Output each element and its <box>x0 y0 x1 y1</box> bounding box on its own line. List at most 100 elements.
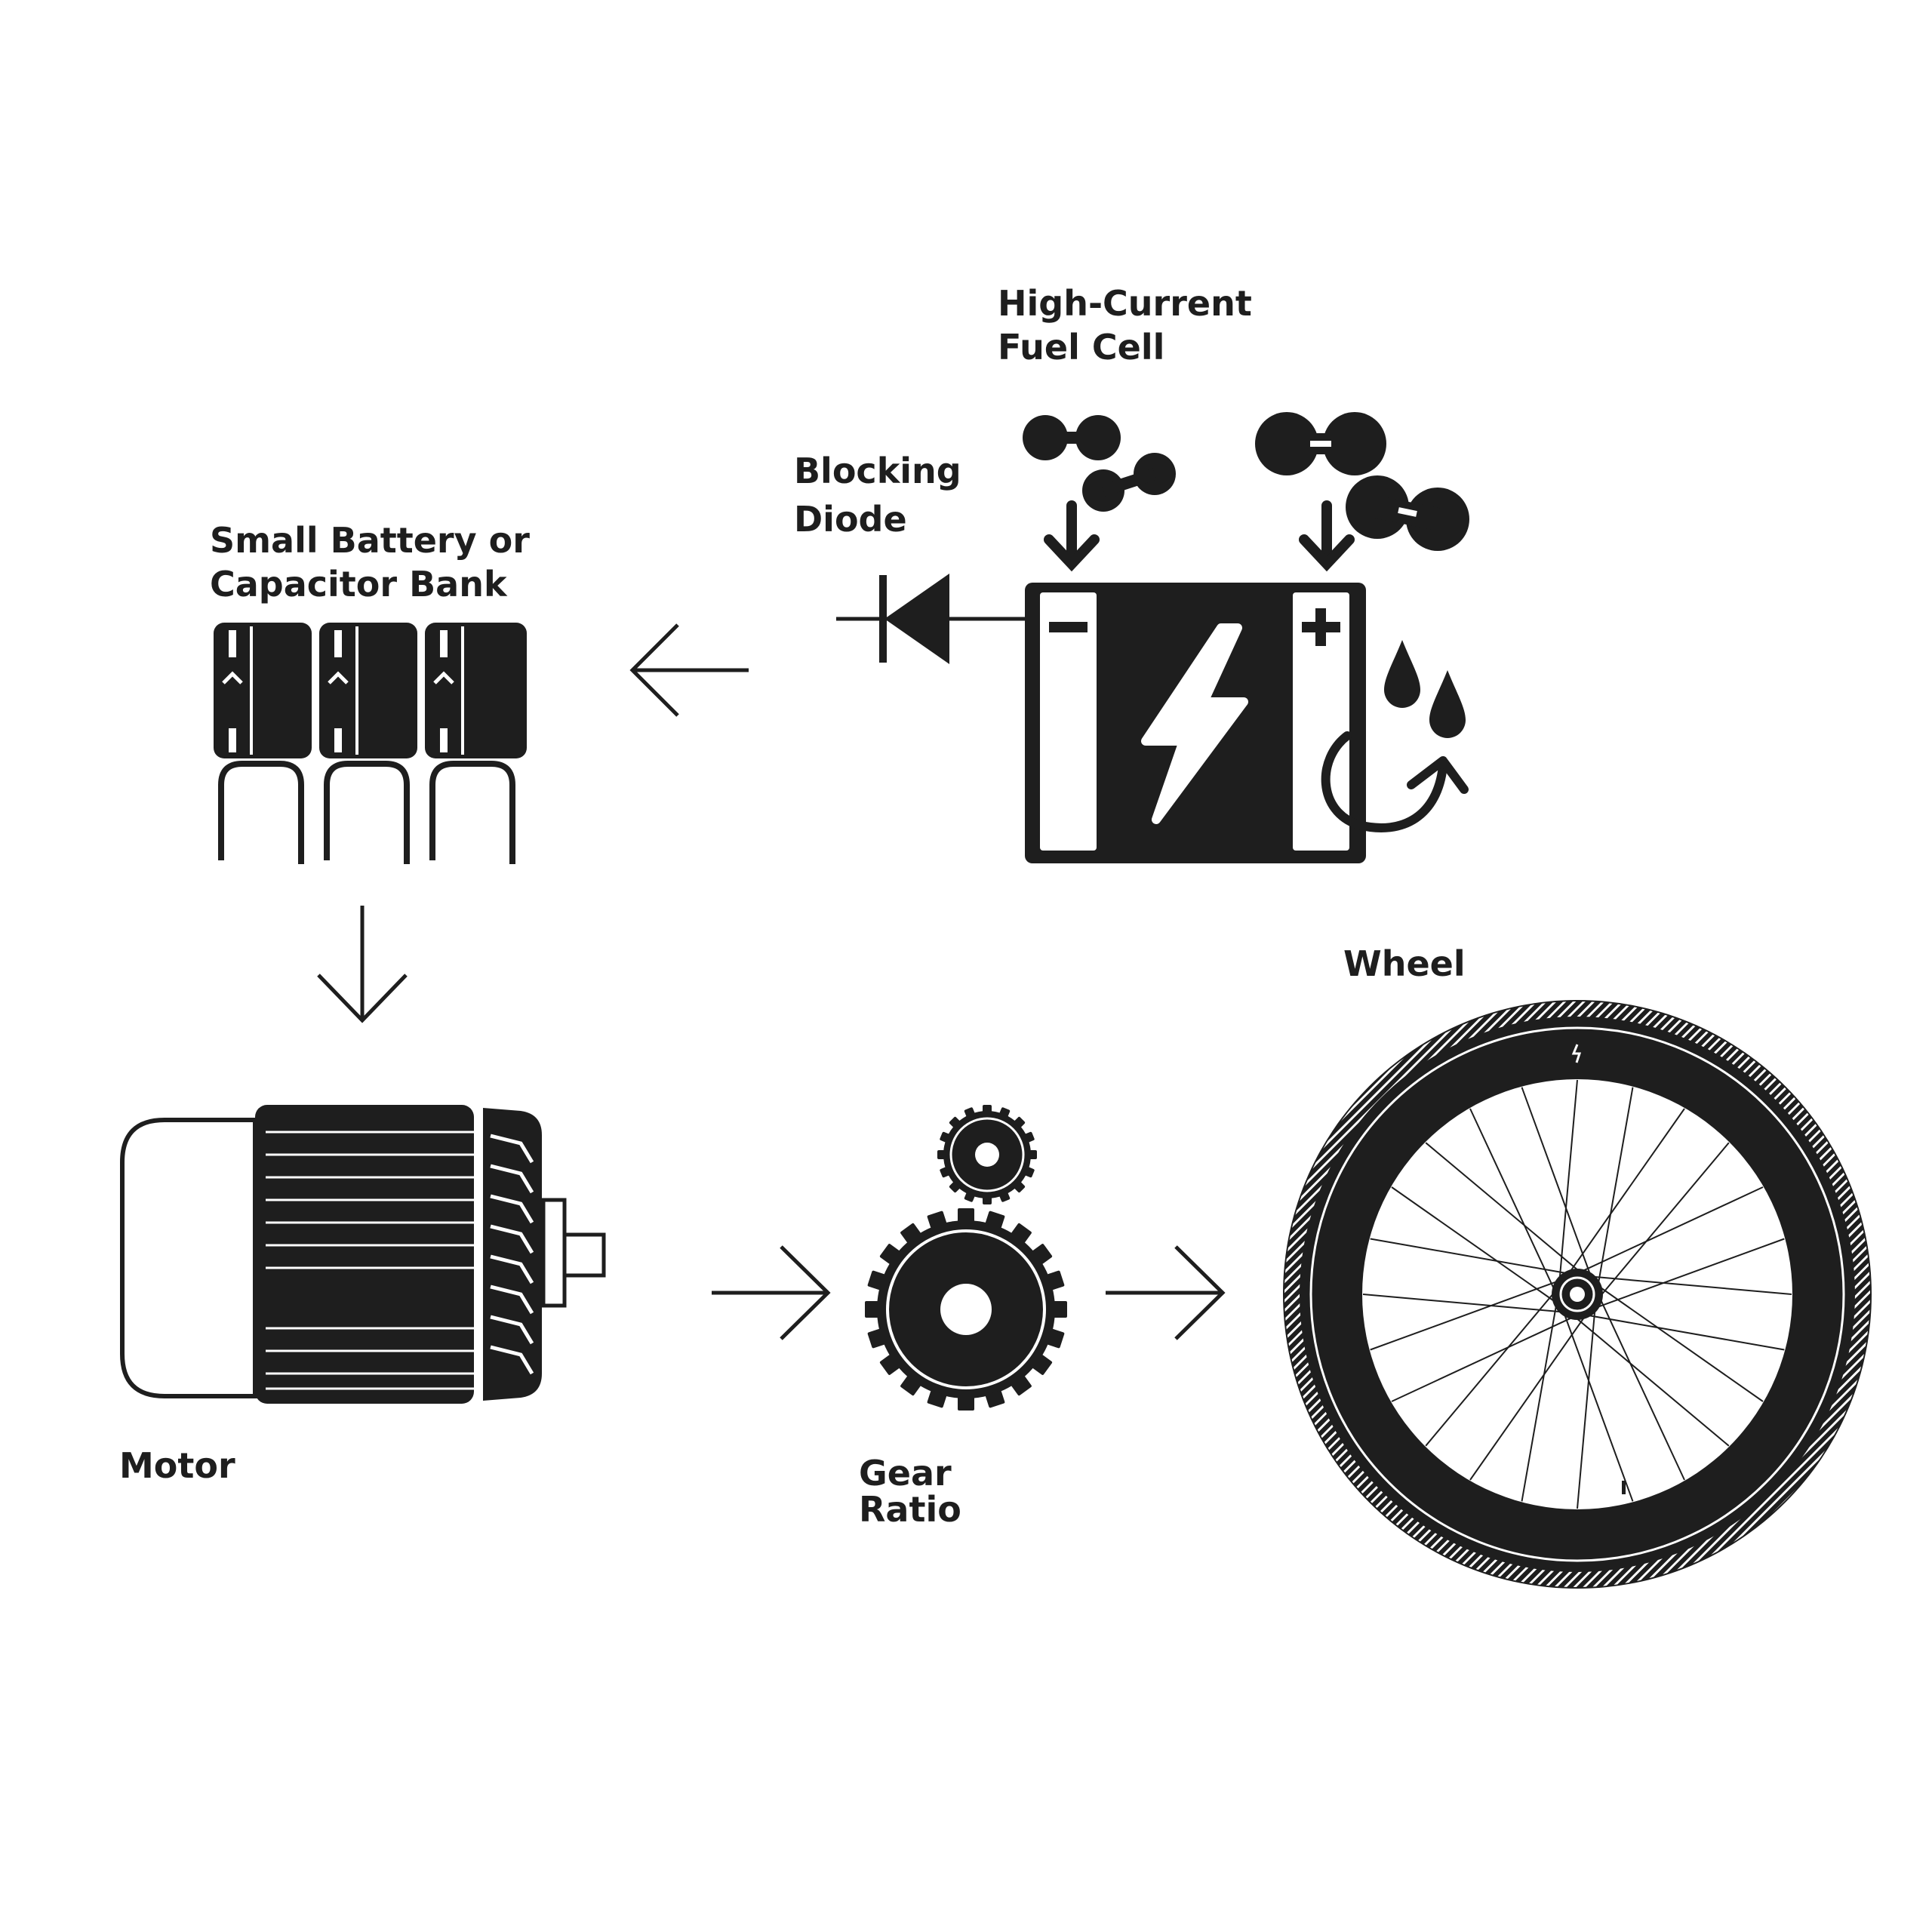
hub <box>1552 1269 1603 1320</box>
brand-bolt-icon <box>1571 1044 1582 1063</box>
gear-label: Gear Ratio <box>859 1453 964 1530</box>
intake-arrow-icon <box>1044 500 1355 572</box>
fuel-cell-label: High-Current Fuel Cell <box>998 283 1264 368</box>
gear-tooth <box>900 1223 921 1243</box>
exhaust-arrow-icon <box>1321 731 1469 832</box>
minus-icon <box>1049 622 1088 632</box>
anode-plate <box>1040 592 1097 851</box>
gear-tooth <box>949 1116 960 1128</box>
rim-line <box>1309 1026 1845 1562</box>
gear-tooth <box>958 1208 974 1222</box>
gear-tooth <box>865 1301 878 1318</box>
motor-icon <box>120 1105 606 1404</box>
gear-tooth <box>879 1244 900 1264</box>
spoke <box>1563 1312 1634 1502</box>
arrow-left-icon <box>629 623 749 717</box>
water-drop-icon <box>1384 640 1466 738</box>
gear-tooth <box>879 1355 900 1375</box>
motor-label: Motor <box>119 1445 235 1486</box>
gear-tooth <box>1032 1355 1053 1375</box>
spokes <box>1362 1079 1792 1509</box>
gear-tooth <box>949 1182 960 1193</box>
spoke <box>1391 1315 1575 1402</box>
spoke <box>1425 1142 1581 1272</box>
spoke <box>1586 1314 1785 1351</box>
gear-tooth <box>900 1376 921 1396</box>
gear-icon <box>865 1105 1067 1411</box>
gear-tooth <box>983 1197 992 1204</box>
spoke <box>1469 1315 1586 1481</box>
plus-icon <box>1302 608 1340 646</box>
battery-label: Small Battery or Capacitor Bank <box>210 520 542 605</box>
gear-tooth <box>983 1105 992 1112</box>
capacitor-icon <box>214 623 312 864</box>
motor-flange <box>541 1198 567 1308</box>
gear-tooth <box>964 1107 975 1117</box>
spoke <box>1577 1308 1596 1509</box>
gear-tooth <box>867 1328 885 1349</box>
spoke <box>1574 1316 1730 1447</box>
lightning-bolt-icon <box>1141 623 1248 824</box>
gear-tooth <box>1014 1182 1026 1193</box>
gear-tooth <box>1011 1223 1032 1243</box>
spoke <box>1595 1238 1785 1309</box>
tire-tread <box>1284 1001 1870 1587</box>
spoke <box>1580 1186 1764 1273</box>
spoke <box>1598 1285 1764 1402</box>
gear-tooth <box>940 1167 949 1178</box>
fan-cover-slots <box>490 1134 534 1375</box>
motor-end-cap <box>120 1118 257 1398</box>
capacitor-bank-icon <box>214 623 527 864</box>
spoke <box>1598 1297 1685 1481</box>
gear-tooth <box>1025 1167 1035 1178</box>
gear-tooth <box>1029 1150 1037 1159</box>
gear-tooth <box>1047 1270 1065 1291</box>
cathode-plate <box>1293 592 1349 851</box>
spoke <box>1391 1186 1557 1303</box>
gear-tooth <box>1047 1328 1065 1349</box>
spoke <box>1469 1108 1556 1292</box>
diode-icon <box>836 574 1025 664</box>
gear-tooth <box>999 1192 1011 1202</box>
gear-tooth <box>958 1397 974 1411</box>
gear-tooth <box>940 1131 949 1143</box>
gear-tooth <box>985 1211 1005 1229</box>
motor-fan-cover <box>483 1108 542 1401</box>
spoke <box>1558 1079 1578 1281</box>
spoke <box>1521 1303 1558 1502</box>
valve-stem <box>1622 1481 1626 1494</box>
large-gear <box>865 1208 1067 1411</box>
spoke <box>1521 1087 1592 1277</box>
fuel-cell-icon <box>1023 412 1469 863</box>
spoke <box>1591 1275 1792 1295</box>
motor-shaft <box>562 1232 606 1278</box>
spoke <box>1568 1108 1685 1274</box>
gear-tooth <box>999 1107 1011 1117</box>
spoke <box>1599 1142 1730 1298</box>
gear-tooth <box>985 1390 1005 1408</box>
spoke <box>1370 1280 1560 1351</box>
arrow-right-icon <box>712 1245 831 1340</box>
arrow-down-icon <box>317 906 408 1023</box>
gear-tooth <box>1032 1244 1053 1264</box>
oxygen-molecule-icon <box>1255 412 1469 551</box>
capacitor-icon <box>425 623 527 864</box>
arrow-right-icon <box>1106 1245 1226 1340</box>
gear-tooth <box>937 1150 945 1159</box>
wheel-icon <box>1283 1000 1872 1589</box>
gear-tooth <box>964 1192 975 1202</box>
diode-label: Blocking Diode <box>794 451 974 540</box>
spoke <box>1425 1291 1555 1447</box>
gear-tooth <box>1025 1131 1035 1143</box>
gear-tooth <box>927 1390 947 1408</box>
capacitor-icon <box>319 623 417 864</box>
gear-tooth <box>867 1270 885 1291</box>
spoke <box>1597 1087 1634 1286</box>
spoke <box>1362 1294 1564 1313</box>
hydrogen-molecule-icon <box>1023 415 1176 512</box>
gear-tooth <box>1014 1116 1026 1128</box>
gear-tooth <box>927 1211 947 1229</box>
spoke <box>1370 1238 1569 1275</box>
